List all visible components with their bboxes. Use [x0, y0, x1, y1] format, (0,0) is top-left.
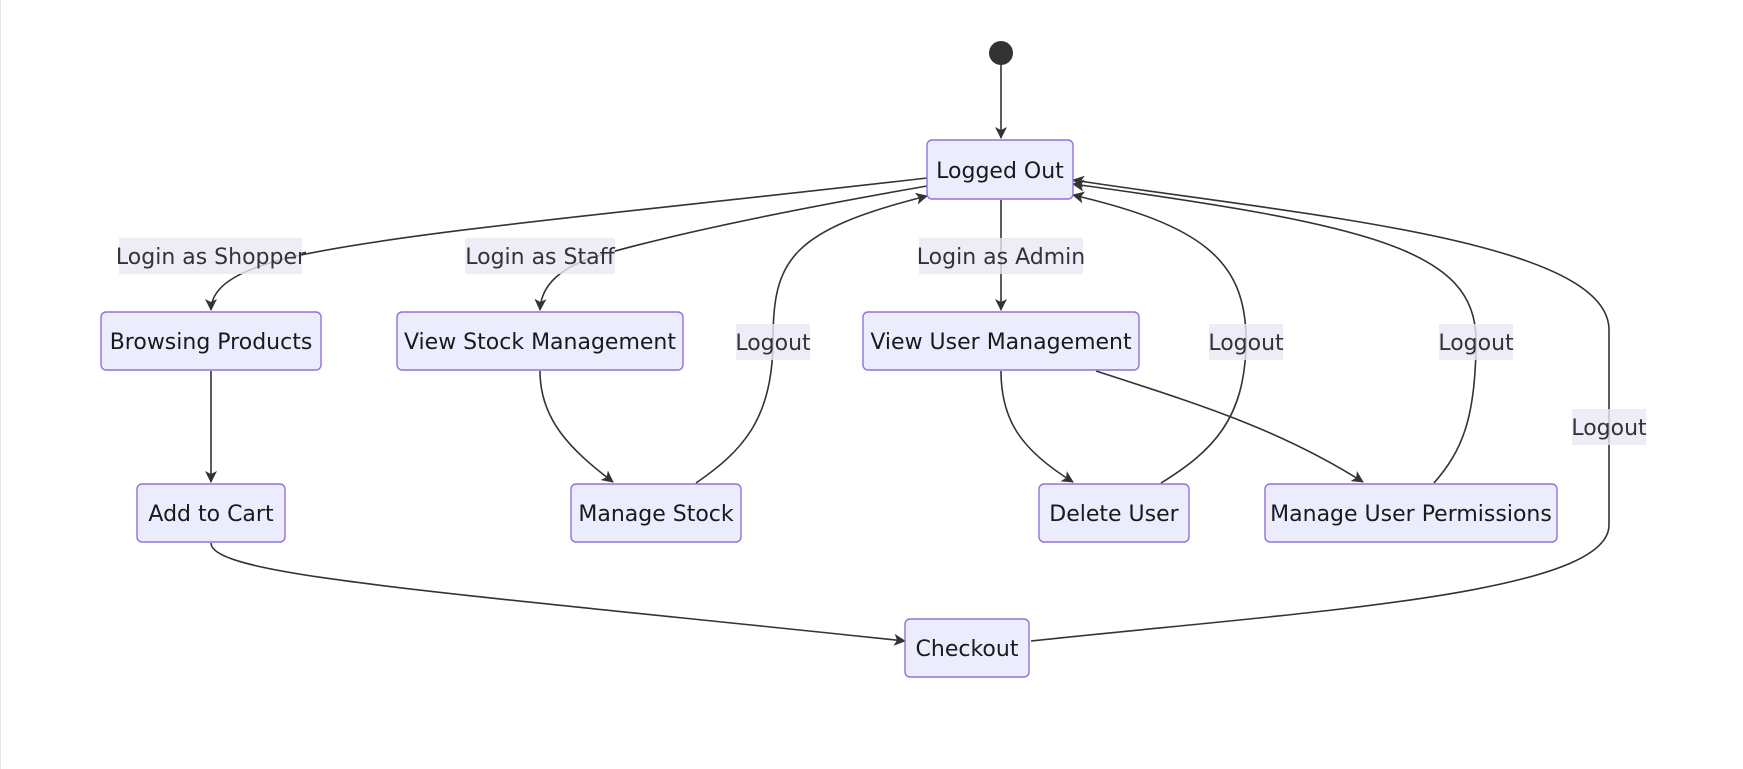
edge-logged-out-to-view-stock-management [534, 185, 928, 311]
edge-view-user-management-to-delete-user [1000, 370, 1074, 483]
state-manage-user-permissions: Manage User Permissions [1264, 483, 1558, 543]
state-view-user-management: View User Management [862, 311, 1140, 371]
edge-add-to-cart-to-checkout [210, 542, 906, 646]
edge-manage-user-permissions-to-logged-out [1072, 179, 1477, 484]
edge-label-login-as-shopper: Login as Shopper [116, 238, 307, 274]
edge-labels: Login as Shopper Login as Staff Login as… [116, 238, 1647, 445]
edge-label-text: Logout [1208, 331, 1284, 356]
start-state-marker [989, 41, 1013, 65]
state-label: Delete User [1049, 502, 1179, 527]
state-logged-out: Logged Out [926, 139, 1074, 200]
state-label: View Stock Management [404, 330, 676, 355]
edge-label-text: Login as Staff [465, 245, 615, 270]
state-view-stock-management: View Stock Management [396, 311, 684, 371]
edge-label-logout-delete-user: Logout [1208, 324, 1284, 360]
edge-logged-out-to-browsing-products [205, 177, 928, 311]
edge-label-text: Login as Shopper [116, 245, 307, 270]
edge-label-text: Logout [735, 331, 811, 356]
state-label: Manage User Permissions [1270, 502, 1552, 527]
state-browsing-products: Browsing Products [100, 311, 322, 371]
state-label: Manage Stock [578, 502, 734, 527]
state-label: View User Management [870, 330, 1132, 355]
edge-view-user-management-to-manage-user-permissions [1095, 370, 1364, 483]
edge-label-logout-checkout: Logout [1571, 409, 1647, 445]
edge-label-text: Login as Admin [917, 245, 1085, 270]
state-label: Browsing Products [110, 330, 313, 355]
states: Logged Out Browsing Products View Stock … [100, 139, 1558, 678]
edge-label-text: Logout [1571, 416, 1647, 441]
edge-label-text: Logout [1438, 331, 1514, 356]
edge-checkout-to-logged-out [1030, 175, 1610, 642]
state-label: Checkout [916, 637, 1019, 662]
state-checkout: Checkout [904, 618, 1030, 678]
edge-label-login-as-admin: Login as Admin [917, 238, 1085, 274]
edge-label-logout-manage-user-permissions: Logout [1438, 324, 1514, 360]
state-add-to-cart: Add to Cart [136, 483, 286, 543]
state-delete-user: Delete User [1038, 483, 1190, 543]
state-label: Logged Out [936, 159, 1064, 184]
state-manage-stock: Manage Stock [570, 483, 742, 543]
edge-label-login-as-staff: Login as Staff [465, 238, 616, 274]
edge-view-stock-management-to-manage-stock [539, 370, 614, 483]
state-label: Add to Cart [148, 502, 274, 527]
edge-label-logout-manage-stock: Logout [735, 324, 811, 360]
